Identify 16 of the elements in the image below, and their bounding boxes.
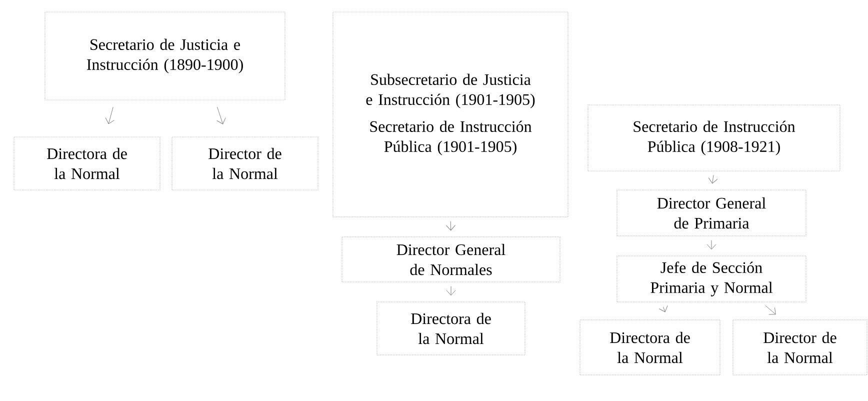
org-box: Jefe de Sección Primaria y Normal (616, 256, 806, 302)
arrow (765, 305, 776, 315)
org-box: Director General de Primaria (616, 190, 806, 236)
arrow (216, 106, 226, 124)
org-box: Secretario de Instrucción Pública (1908-1921) (588, 104, 840, 172)
org-box: Directora de la Normal (14, 136, 160, 190)
org-box: Director de la Normal (732, 320, 868, 376)
arrow (658, 305, 668, 312)
org-box: Directora de la Normal (580, 320, 720, 376)
arrow (105, 106, 114, 124)
org-box: Director General de Normales (342, 236, 560, 282)
org-box: Directora de la Normal (376, 302, 526, 356)
org-box: Subsecretario de Justicia e Instrucción (1901-1905) Secretario de Instrucción Pública (1901-1905) (332, 12, 568, 218)
org-box: Director de la Normal (172, 136, 318, 190)
arrow (708, 175, 718, 184)
org-box: Secretario de Justicia e Instrucción (1890-1900) (44, 12, 286, 100)
